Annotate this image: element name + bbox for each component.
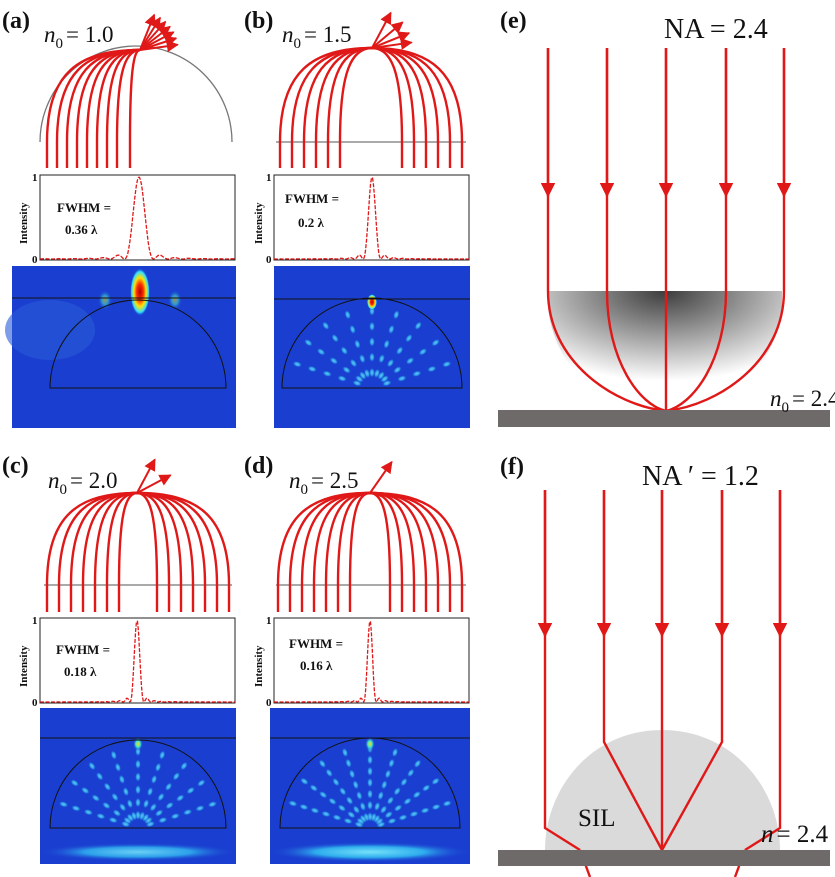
- panel-e-na-label: NA = 2.4: [664, 14, 768, 45]
- panel-a-fwhm-label: FWHM =: [57, 200, 111, 215]
- panel-d-intensity-plot: [273, 617, 470, 704]
- panel-f-na-label: NA ′ = 1.2: [642, 461, 759, 492]
- panel-b-arrow: [371, 11, 392, 49]
- panel-b-ray-fan: [371, 11, 413, 50]
- panel-d-ray: [336, 491, 371, 612]
- panel-a-ray: [115, 48, 141, 168]
- panel-c-fwhm-value: 0.18 λ: [64, 664, 97, 679]
- panel-e: (e) NA = 2.4 n0= 2.4: [498, 8, 835, 427]
- panel-e-substrate: [498, 410, 830, 427]
- panel-b-arrow: [371, 21, 404, 49]
- panel-d-fwhm-value: 0.16 λ: [300, 658, 333, 673]
- panel-a-refractive-index: n0= 1.0: [44, 22, 113, 52]
- panel-d-ray: [369, 491, 404, 612]
- panel-d: (d) n0= 2.5 Intensity 1 0 FWHM = 0.16 λ: [244, 453, 470, 864]
- panel-c-arrow: [136, 458, 156, 494]
- panel-c-arrow: [136, 474, 172, 494]
- panel-d-ray-fan: [369, 460, 393, 494]
- panel-c-fwhm-label: FWHM =: [56, 642, 110, 657]
- panel-c-ytick-top: 1: [32, 615, 38, 627]
- panel-a-intensity-curve: [39, 176, 235, 260]
- panel-b-arrow: [371, 31, 411, 49]
- panel-b-rays: [278, 46, 464, 168]
- panel-c: (c) n0= 2.0 Intensity 1 0 FWHM = 0.18 λ: [2, 453, 236, 864]
- panel-a-field-map: [5, 266, 236, 428]
- panel-d-ray: [369, 491, 464, 612]
- panel-a-arrow: [139, 31, 175, 51]
- panel-d-tag: (d): [244, 453, 273, 479]
- panel-c-field-map: [40, 708, 236, 864]
- panel-b-tag: (b): [244, 8, 273, 34]
- panel-b-refractive-index: n0= 1.5: [282, 22, 351, 52]
- panel-f-refractive-index: n= 2.4: [761, 821, 829, 848]
- panel-b-arrow: [371, 37, 413, 50]
- panel-c-ray: [81, 491, 138, 612]
- panel-e-rays: [540, 48, 792, 413]
- panel-c-ray: [105, 491, 138, 612]
- panel-c-intensity-curve: [40, 620, 235, 703]
- panel-d-ytick-bottom: 0: [266, 697, 272, 709]
- panel-e-tag: (e): [500, 8, 527, 34]
- panel-f-substrate: [498, 850, 830, 866]
- panel-a-arrow: [139, 40, 179, 53]
- panel-d-ray: [369, 491, 392, 612]
- panel-f-tag: (f): [500, 454, 524, 480]
- panel-a-lens-outline: [39, 45, 233, 143]
- panel-a-ray: [128, 48, 141, 168]
- panel-e-ray: [665, 48, 786, 413]
- panel-a-ytick-top: 1: [32, 172, 38, 184]
- panel-a-fwhm-value: 0.36 λ: [65, 222, 98, 237]
- panel-c-ray-fan: [136, 458, 172, 494]
- panel-b-ytick-bottom: 0: [266, 254, 272, 266]
- panel-b-ylabel: Intensity: [253, 202, 265, 244]
- panel-c-ray: [136, 491, 231, 612]
- panel-d-ytick-top: 1: [266, 615, 272, 627]
- panel-a-intensity-plot: [39, 174, 236, 261]
- panel-c-rays: [45, 491, 231, 612]
- panel-d-fwhm-label: FWHM =: [289, 636, 343, 651]
- panel-d-field-map: [270, 708, 470, 864]
- panel-b-intensity-plot: [273, 174, 470, 261]
- panel-e-refractive-index: n0= 2.4: [770, 386, 835, 416]
- panel-c-tag: (c): [2, 453, 29, 479]
- panel-c-intensity-plot: [39, 617, 236, 704]
- panel-b-fwhm-value: 0.2 λ: [298, 215, 325, 230]
- panel-d-intensity-curve: [274, 620, 469, 704]
- panel-d-refractive-index: n0= 2.5: [289, 468, 358, 498]
- panel-a-arrow: [139, 35, 178, 51]
- panel-c-ray: [136, 491, 171, 612]
- panel-a-ylabel: Intensity: [18, 202, 30, 244]
- panel-b-ray: [371, 46, 404, 168]
- panel-b-ytick-top: 1: [266, 172, 272, 184]
- panel-d-rays: [276, 491, 464, 612]
- panel-e-ray: [605, 48, 667, 413]
- panel-d-arrow: [369, 460, 393, 494]
- panel-e-ray: [546, 48, 667, 413]
- panel-c-ray: [117, 491, 138, 612]
- panel-c-ray: [136, 491, 159, 612]
- panel-c-refractive-index: n0= 2.0: [48, 468, 117, 498]
- panel-b-ray: [371, 46, 464, 168]
- panel-a-tag: (a): [2, 8, 30, 34]
- panel-b-ray: [338, 46, 373, 168]
- panel-a-ytick-bottom: 0: [32, 254, 38, 266]
- panel-f: (f) NA ′ = 1.2 SIL n= 2.4: [498, 454, 830, 877]
- panel-a-arrow: [139, 25, 171, 51]
- panel-a: (a) n0= 1.0 Intensity 1 0 FWHM = 0.36 λ: [2, 8, 236, 428]
- panel-d-ylabel: Intensity: [253, 645, 265, 687]
- panel-a-ray-fan: [139, 13, 179, 53]
- panel-a-rays: [45, 48, 141, 168]
- panel-c-ylabel: Intensity: [18, 645, 30, 687]
- panel-f-rays: [537, 490, 788, 877]
- panel-b: (b) n0= 1.5 Intensity 1 0 FWHM = 0.2 λ: [244, 8, 470, 428]
- panel-e-lens-corners: [547, 290, 783, 412]
- panel-c-ytick-bottom: 0: [32, 697, 38, 709]
- panel-b-field-map: [274, 266, 470, 428]
- panel-b-fwhm-label: FWHM =: [285, 191, 339, 206]
- panel-f-sil-label: SIL: [578, 805, 616, 832]
- panel-e-ray: [665, 48, 728, 413]
- panel-d-ray: [348, 491, 371, 612]
